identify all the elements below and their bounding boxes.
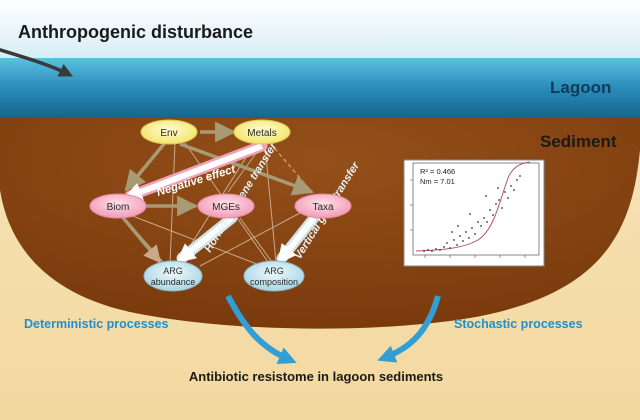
node-arg-abundance-label-2: abundance (151, 277, 196, 287)
resistome-result-label: Antibiotic resistome in lagoon sediments (189, 369, 443, 384)
node-taxa-label: Taxa (312, 202, 334, 213)
node-arg-composition: ARG composition (243, 260, 305, 292)
inset-r2-label: R² = 0.466 (420, 167, 455, 176)
stochastic-arrow (377, 295, 441, 363)
vertical-transfer-arrow (277, 216, 317, 264)
node-mges-label: MGEs (212, 202, 240, 213)
node-arg-abundance: ARG abundance (143, 260, 203, 292)
node-metals-label: Metals (247, 128, 276, 139)
node-biom: Biom (89, 193, 147, 219)
node-biom-label: Biom (107, 202, 130, 213)
node-env: Env (140, 119, 198, 145)
lagoon-label: Lagoon (550, 78, 611, 97)
curved-arrow-icon (0, 48, 74, 77)
horizontal-transfer-arrow (176, 215, 234, 263)
node-taxa: Taxa (294, 193, 352, 219)
metals-taxa-dashed-link (269, 142, 313, 193)
deterministic-arrow (225, 294, 297, 365)
node-arg-composition-label-1: ARG (264, 266, 284, 276)
node-arg-composition-label-2: composition (250, 277, 298, 287)
inset-nm-label: Nm = 7.01 (420, 177, 455, 186)
node-arg-abundance-label-1: ARG (163, 266, 183, 276)
node-mges: MGEs (197, 193, 255, 219)
lagoon-water (0, 58, 640, 120)
deterministic-processes-label: Deterministic processes (24, 317, 169, 331)
sky-band (0, 0, 640, 60)
scatter-points (423, 175, 521, 252)
scatter-plot-icon: R² = 0.466 Nm = 7.01 (403, 159, 545, 267)
network-main-links (118, 121, 314, 264)
node-metals: Metals (233, 119, 291, 145)
diagram-title: Anthropogenic disturbance (18, 22, 253, 42)
negative-effect-arrow (122, 143, 264, 201)
sediment-label: Sediment (540, 132, 617, 151)
node-env-label: Env (160, 128, 177, 139)
stochastic-processes-label: Stochastic processes (454, 317, 583, 331)
